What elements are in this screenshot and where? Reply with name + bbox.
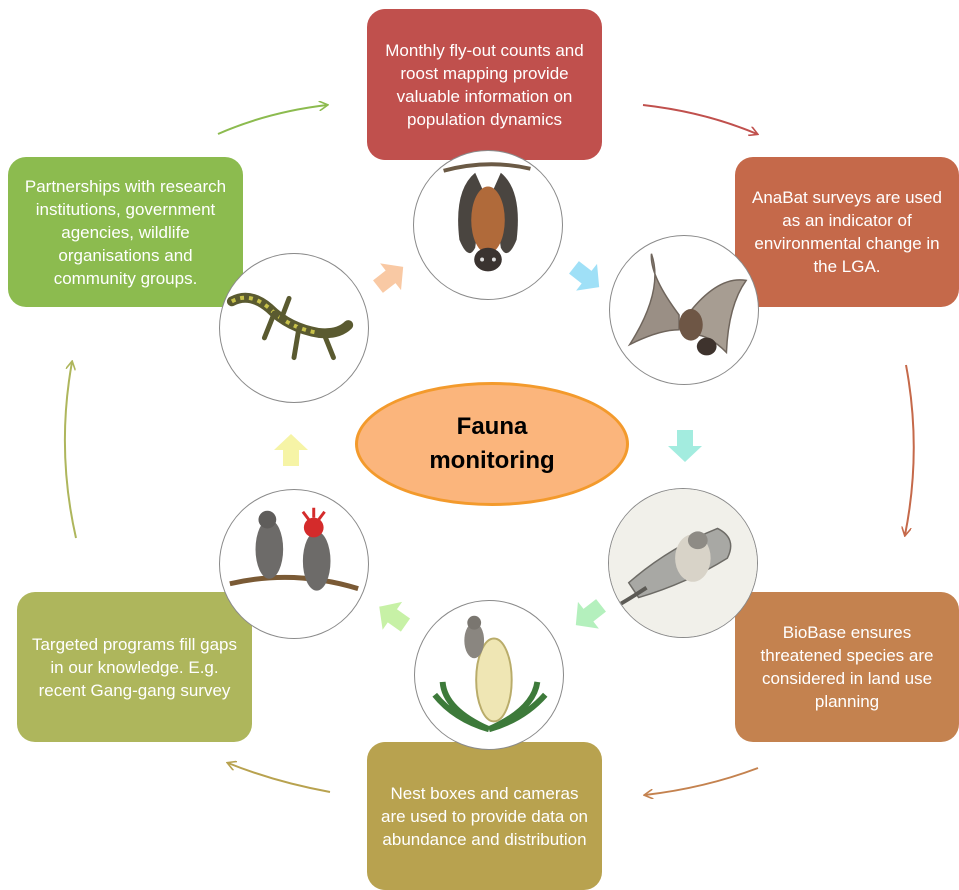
box-anabat-surveys-text: AnaBat surveys are used as an indicator … bbox=[752, 188, 942, 276]
chevron-arrow-5 bbox=[274, 434, 308, 466]
box-targeted-programs-text: Targeted programs fill gaps in our knowl… bbox=[31, 634, 238, 700]
lizard-icon bbox=[219, 253, 369, 403]
chevron-arrow-1 bbox=[569, 261, 600, 291]
box-anabat-surveys: AnaBat surveys are used as an indicator … bbox=[735, 157, 959, 307]
gang-gang-cockatoo-icon bbox=[219, 489, 369, 639]
box-biobase-text: BioBase ensures threatened species are c… bbox=[760, 623, 934, 711]
arrow-right bbox=[905, 364, 915, 535]
center-title: Fauna monitoring bbox=[355, 382, 629, 506]
box-flyout-counts: Monthly fly-out counts and roost mapping… bbox=[367, 9, 602, 160]
box-partnerships: Partnerships with research institutions,… bbox=[8, 157, 243, 307]
arrow-top-left bbox=[217, 105, 327, 135]
box-partnerships-text: Partnerships with research institutions,… bbox=[24, 176, 227, 288]
box-nest-boxes-text: Nest boxes and cameras are used to provi… bbox=[381, 783, 588, 849]
chevron-arrow-6 bbox=[373, 263, 404, 293]
arrow-top-right bbox=[642, 104, 757, 134]
chevron-arrow-2 bbox=[668, 430, 702, 462]
box-biobase: BioBase ensures threatened species are c… bbox=[735, 592, 959, 742]
microbat-icon bbox=[609, 235, 759, 385]
sugar-glider-icon bbox=[608, 488, 758, 638]
chevron-arrow-3 bbox=[575, 599, 606, 629]
flying-fox-icon bbox=[413, 150, 563, 300]
box-flyout-counts-text: Monthly fly-out counts and roost mapping… bbox=[385, 40, 584, 129]
arrow-bottom-right bbox=[645, 767, 759, 795]
chevron-arrow-4 bbox=[379, 601, 411, 632]
center-title-line2: monitoring bbox=[429, 447, 555, 474]
possum-banksia-icon bbox=[414, 600, 564, 750]
arrow-bottom-left bbox=[228, 763, 331, 793]
box-nest-boxes: Nest boxes and cameras are used to provi… bbox=[367, 742, 602, 890]
box-targeted-programs: Targeted programs fill gaps in our knowl… bbox=[17, 592, 252, 742]
center-title-line1: Fauna bbox=[456, 413, 528, 440]
arrow-left bbox=[63, 362, 77, 539]
